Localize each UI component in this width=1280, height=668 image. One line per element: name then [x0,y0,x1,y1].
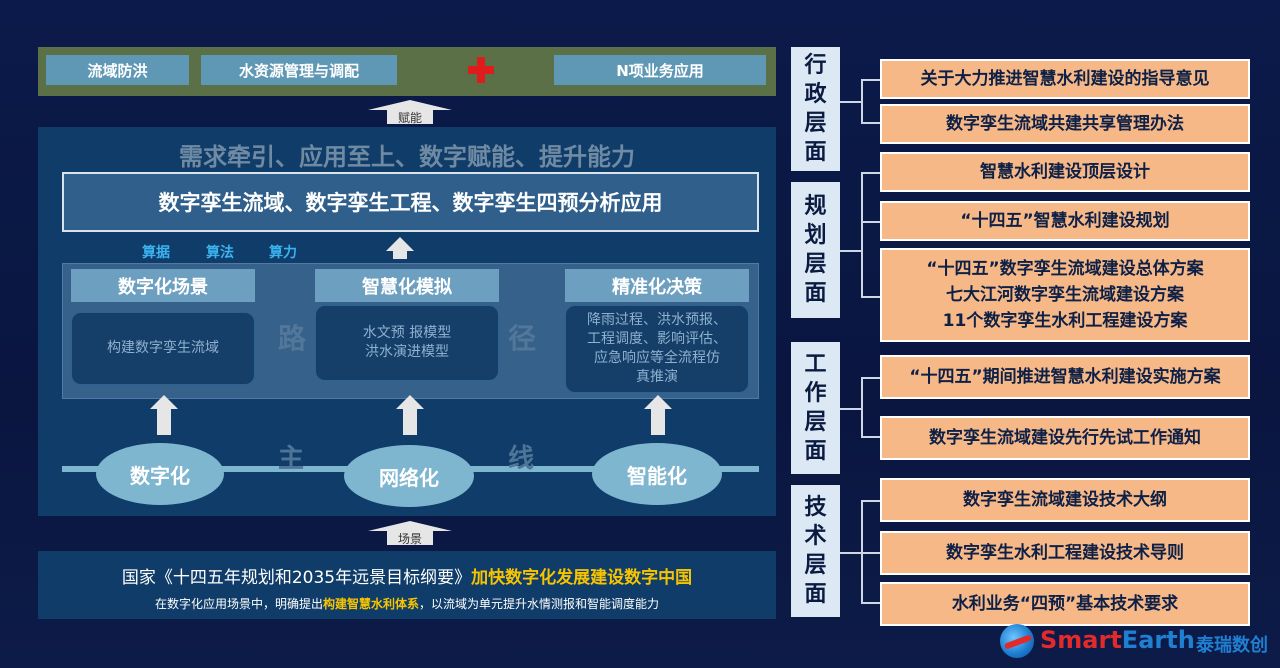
doc-text: 七大江河数字孪生流域建设方案 [946,285,1184,305]
bracket [861,79,880,124]
top-item-water-resources: 水资源管理与调配 [201,55,397,85]
line-char-main: 主 [278,444,305,474]
level-char: 层 [804,111,827,136]
level-char: 面 [804,582,827,607]
level-char: 作 [804,381,827,406]
arrow-up-icon [644,395,672,435]
logo-text: SmartEarth [1040,626,1195,654]
doc-admin-sharing: 数字孪生流域共建共享管理办法 [880,104,1250,144]
column-desc-text: 水文预 报模型 洪水演进模型 [362,325,452,360]
level-char: 划 [804,223,827,248]
column-desc-text: 降雨过程、洪水预报、 工程调度、影响评估、 应急响应等全流程仿 真推演 [587,312,727,385]
level-char: 规 [804,194,827,219]
arrow-up-icon [150,395,178,435]
arrow-up-icon [396,395,424,435]
logo-earth: Earth [1121,626,1195,654]
level-char: 面 [804,140,827,165]
level-char: 术 [804,524,827,549]
policy-line-2-prefix: 在数字化应用场景中，明确提出 [154,597,323,611]
line-char-line: 线 [508,444,535,474]
policy-basis-box: 国家《十四五年规划和2035年远景目标纲要》加快数字化发展建设数字中国 在数字化… [38,551,776,619]
logo-chinese: 泰瑞数创 [1196,635,1268,656]
connector [840,408,861,410]
level-char: 技 [804,495,827,520]
top-item-flood-control: 流域防洪 [46,55,189,85]
doc-work-implementation: “十四五”期间推进智慧水利建设实施方案 [880,355,1250,399]
policy-line-2-highlight: 构建智慧水利体系 [322,597,419,611]
bracket [861,377,880,438]
doc-tech-outline: 数字孪生流域建设技术大纲 [880,478,1250,522]
column-desc-text: 构建数字孪生流域 [107,340,219,356]
foundation-intelligence: 智能化 [592,443,722,505]
doc-text: 数字孪生流域建设技术大纲 [963,490,1167,510]
doc-text: “十四五”数字孪生流域建设总体方案 [926,259,1204,279]
doc-text: 水利业务“四预”基本技术要求 [951,594,1179,614]
top-item-n-apps: N项业务应用 [554,55,766,85]
policy-line-1-prefix: 国家《十四五年规划和2035年远景目标纲要》 [121,568,472,588]
top-application-bar: 流域防洪 水资源管理与调配 N项业务应用 [38,47,776,96]
level-char: 工 [804,352,827,377]
apps-box: 数字孪生流域、数字孪生工程、数字孪生四预分析应用 [62,172,759,232]
scene-label: 场景 [387,531,433,546]
column-desc-decision: 降雨过程、洪水预报、 工程调度、影响评估、 应急响应等全流程仿 真推演 [565,305,749,393]
doc-text: 11个数字孪生水利工程建设方案 [942,311,1188,331]
capacity-algorithm: 算法 [206,245,234,261]
doc-text: 智慧水利建设顶层设计 [980,162,1150,182]
column-desc-scene: 构建数字孪生流域 [71,312,255,385]
level-char: 层 [804,410,827,435]
doc-text: 数字孪生流域建设先行先试工作通知 [929,428,1201,448]
level-char: 层 [804,553,827,578]
doc-text: 数字孪生水利工程建设技术导则 [946,543,1184,563]
path-char-way: 径 [508,322,537,355]
doc-admin-guideline: 关于大力推进智慧水利建设的指导意见 [880,59,1250,99]
plus-icon [466,55,496,85]
level-work: 工 作 层 面 [791,342,840,474]
column-title-decision: 精准化决策 [565,269,749,302]
capacity-data: 算据 [142,245,170,261]
level-char: 行 [804,53,827,78]
capacity-compute: 算力 [269,245,297,261]
bracket [861,172,880,298]
doc-plan-14th: “十四五”智慧水利建设规划 [880,201,1250,241]
level-char: 政 [804,82,827,107]
connector [861,552,880,554]
connector [840,101,861,103]
logo-globe-icon [1000,624,1034,658]
connector [861,221,880,223]
arrow-up-icon [386,237,414,259]
policy-line-1-highlight: 加快数字化发展建设数字中国 [471,568,693,588]
level-technical: 技 术 层 面 [791,485,840,617]
foundation-digitalization: 数字化 [96,443,224,505]
doc-work-pilot: 数字孪生流域建设先行先试工作通知 [880,416,1250,460]
path-char-road: 路 [278,322,307,355]
level-administrative: 行 政 层 面 [791,47,840,171]
column-title-scene: 数字化场景 [71,269,255,302]
column-title-simulation: 智慧化模拟 [315,269,499,302]
policy-line-2: 在数字化应用场景中，明确提出构建智慧水利体系，以流域为单元提升水情测报和智能调度… [38,595,776,612]
foundation-networking: 网络化 [344,445,474,507]
connector [840,250,861,252]
doc-text: 关于大力推进智慧水利建设的指导意见 [920,69,1210,89]
scene-arrow: 场景 [368,521,452,546]
connector [840,552,861,554]
empower-arrow: 赋能 [368,100,452,125]
policy-line-2-suffix: ，以流域为单元提升水情测报和智能调度能力 [419,597,660,611]
empower-label: 赋能 [387,110,433,125]
level-planning: 规 划 层 面 [791,182,840,318]
doc-tech-four-pre: 水利业务“四预”基本技术要求 [880,582,1250,626]
level-char: 面 [804,281,827,306]
logo-smart: Smart [1040,626,1122,654]
doc-text: “十四五”智慧水利建设规划 [960,211,1170,231]
level-char: 层 [804,252,827,277]
doc-plan-overall: “十四五”数字孪生流域建设总体方案 七大江河数字孪生流域建设方案 11个数字孪生… [880,248,1250,342]
level-char: 面 [804,439,827,464]
doc-tech-guide: 数字孪生水利工程建设技术导则 [880,531,1250,575]
main-panel: 需求牵引、应用至上、数字赋能、提升能力 数字孪生流域、数字孪生工程、数字孪生四预… [38,127,776,516]
doc-text: 数字孪生流域共建共享管理办法 [946,114,1184,134]
column-desc-simulation: 水文预 报模型 洪水演进模型 [315,305,499,381]
main-slogan: 需求牵引、应用至上、数字赋能、提升能力 [179,143,635,171]
doc-text: “十四五”期间推进智慧水利建设实施方案 [909,367,1221,387]
doc-plan-toplevel: 智慧水利建设顶层设计 [880,152,1250,192]
policy-line-1: 国家《十四五年规划和2035年远景目标纲要》加快数字化发展建设数字中国 [38,563,776,588]
